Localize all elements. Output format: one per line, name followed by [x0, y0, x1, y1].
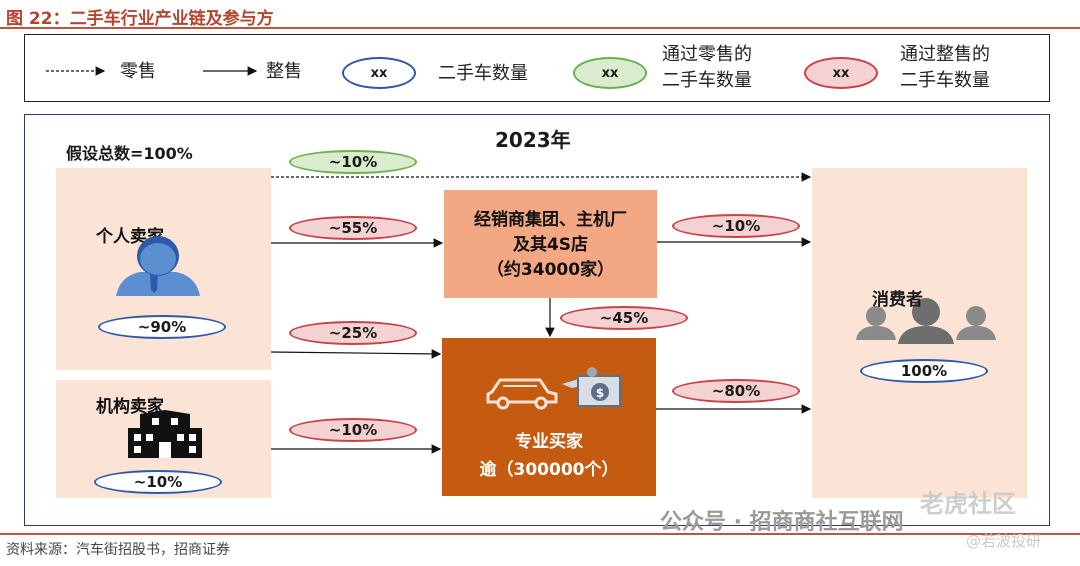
flow-institution-pro: ~10%: [289, 418, 417, 442]
watermark-wechat: 公众号 · 招商商社互联网: [660, 510, 904, 535]
institutional-seller-label: 机构卖家: [96, 397, 164, 417]
assumption-note: 假设总数=100%: [66, 144, 193, 163]
figure-title: 图 22：二手车行业产业链及参与方: [6, 9, 274, 29]
flow-dealer-pro: ~45%: [560, 306, 688, 330]
flow-individual-dealer: ~55%: [289, 216, 417, 240]
svg-text:$: $: [596, 386, 604, 400]
legend-retail-label: 零售: [120, 61, 156, 82]
watermark-author: @若波投研: [966, 532, 1042, 550]
legend-wholesale-count-label-1: 通过整售的: [900, 44, 990, 65]
year-heading: 2023年: [495, 128, 571, 152]
flow-retail-individual-consumer: ~10%: [289, 150, 417, 174]
legend-wholesale-count-label-2: 二手车数量: [900, 70, 990, 91]
pro-buyer-line-2: 逾（300000个）: [479, 460, 619, 480]
flow-individual-pro: ~25%: [289, 321, 417, 345]
title-rule: [0, 27, 1080, 29]
consumer-label: 消费者: [872, 290, 923, 310]
individual-seller-share: ~90%: [98, 315, 226, 339]
car-money-icon: $: [486, 367, 621, 410]
person-icon: [116, 236, 200, 296]
legend-retail-count-oval: xx: [573, 57, 647, 89]
flow-dealer-consumer: ~10%: [672, 214, 800, 238]
legend-count-label: 二手车数量: [438, 63, 528, 84]
pro-buyer-line-1: 专业买家: [515, 432, 583, 452]
legend-retail-count-label-1: 通过零售的: [662, 44, 752, 65]
institutional-seller-share: ~10%: [94, 470, 222, 494]
legend: [24, 34, 1050, 102]
legend-wholesale-label: 整售: [266, 61, 302, 82]
consumers-icon: [856, 298, 996, 344]
source-rule: [0, 533, 1080, 535]
dealer-box: [444, 190, 657, 298]
legend-wholesale-count-oval: xx: [804, 57, 878, 89]
arrow-individual-to-pro: [270, 349, 442, 359]
watermark-community: 老虎社区: [920, 490, 1016, 518]
building-icon: [128, 410, 202, 458]
source-note: 资料来源：汽车街招股书，招商证券: [6, 542, 230, 558]
dealer-line-2: 及其4S店: [512, 235, 589, 255]
dealer-line-1: 经销商集团、主机厂: [474, 210, 627, 230]
legend-count-oval: xx: [342, 57, 416, 89]
dealer-line-3: （约34000家）: [486, 260, 615, 280]
consumer-share: 100%: [860, 359, 988, 383]
legend-retail-count-label-2: 二手车数量: [662, 70, 752, 91]
flow-pro-consumer: ~80%: [672, 379, 800, 403]
pro-buyer-box: [442, 338, 656, 496]
